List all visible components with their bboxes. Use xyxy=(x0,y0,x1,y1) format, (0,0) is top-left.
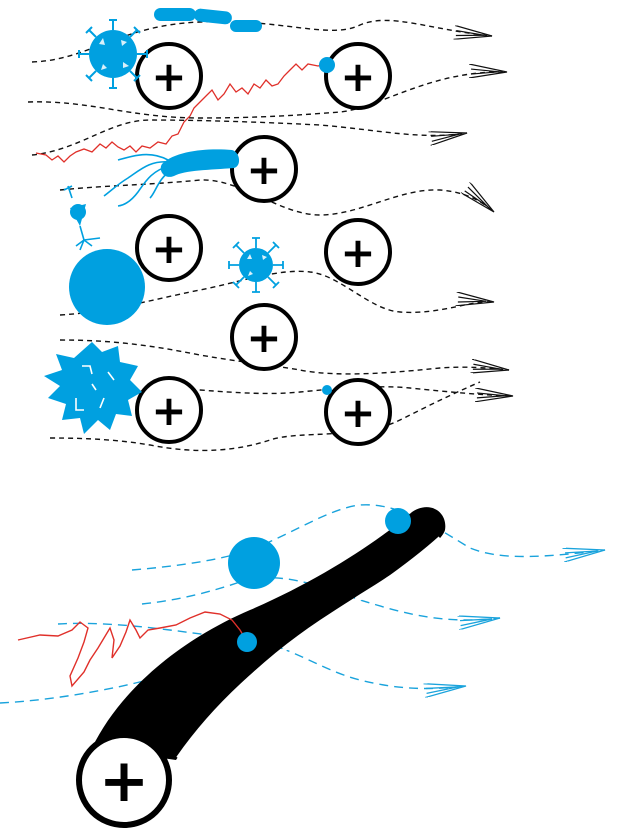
bottom-panel: + xyxy=(0,505,605,825)
charge-circle: + xyxy=(232,305,296,369)
charge-circle: + xyxy=(79,735,169,825)
plus-symbol: + xyxy=(246,313,281,362)
plus-symbol: + xyxy=(151,386,186,435)
particle-icon xyxy=(237,632,257,652)
charge-circle: + xyxy=(137,378,201,442)
plus-symbol: + xyxy=(246,145,281,194)
plus-symbol: + xyxy=(340,228,375,277)
charge-circle: + xyxy=(326,220,390,284)
top-panel: + + + + + + + + xyxy=(28,8,513,450)
virus-icon xyxy=(229,238,283,292)
plus-symbol: + xyxy=(340,52,375,101)
flow-line xyxy=(28,72,507,118)
spore-icon xyxy=(69,249,145,325)
bacterium-flagellated-icon xyxy=(104,149,239,206)
plus-symbol: + xyxy=(340,388,375,437)
plus-symbol: + xyxy=(99,746,149,816)
particle-icon xyxy=(385,508,411,534)
virus-icon xyxy=(79,20,147,88)
large-particle-icon xyxy=(228,537,280,589)
plus-symbol: + xyxy=(151,52,186,101)
charge-circle: + xyxy=(232,137,296,201)
plus-symbol: + xyxy=(151,224,186,273)
bacteriophage-icon xyxy=(64,186,100,250)
charge-circle: + xyxy=(137,216,201,280)
pollen-icon xyxy=(44,342,142,434)
small-particle-icon xyxy=(319,57,335,73)
charge-circle: + xyxy=(326,44,390,108)
small-particle-icon xyxy=(322,385,332,395)
bacterium-rod-chain-icon xyxy=(154,8,262,32)
charge-circle: + xyxy=(326,380,390,444)
